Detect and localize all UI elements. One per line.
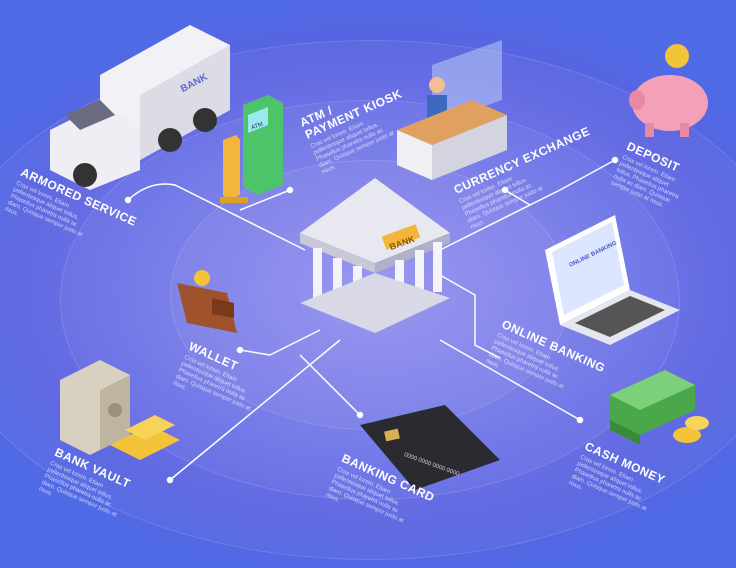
- line-vault: [169, 339, 341, 481]
- banking-card-icon: 0000 0000 0000 0000: [360, 405, 500, 490]
- cash-money-icon: [610, 370, 709, 445]
- bank-vault-icon: [60, 360, 180, 460]
- line-online: [439, 274, 501, 359]
- wallet-icon: [177, 270, 237, 333]
- armored-truck-icon: BANK: [50, 25, 230, 190]
- line-card: [299, 354, 361, 416]
- line-cash: [439, 339, 581, 421]
- piggy-bank-icon: [629, 44, 708, 137]
- currency-exchange-desk-icon: [397, 40, 507, 180]
- line-atm: [239, 189, 291, 211]
- bank-building-icon: BANK: [300, 178, 450, 333]
- laptop-icon: ONLINE BANKING: [545, 215, 680, 345]
- atm-screen: ATM: [250, 122, 264, 132]
- atm-kiosk-icon: ATM: [220, 95, 283, 203]
- line-armored: [127, 183, 306, 251]
- line-currency: [504, 189, 531, 206]
- line-wallet: [239, 329, 321, 356]
- line-deposit: [439, 159, 616, 251]
